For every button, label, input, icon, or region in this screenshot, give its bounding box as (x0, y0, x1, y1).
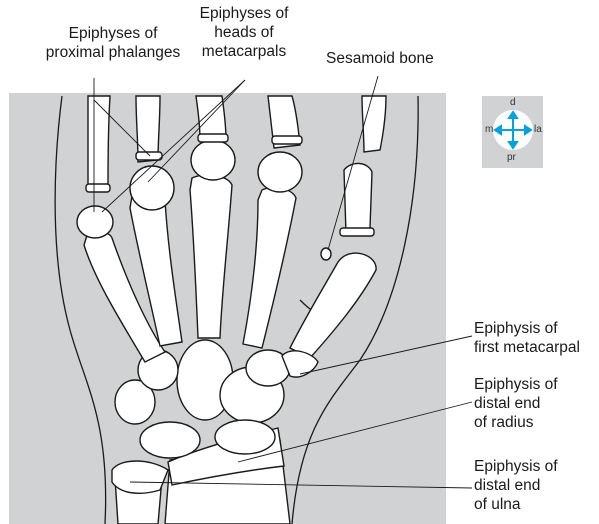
label-metacarpal-heads-line1: Epiphyses of (192, 4, 296, 23)
label-first-metacarpal-line2: first metacarpal (474, 338, 580, 357)
label-ulna-line1: Epiphysis of (474, 457, 558, 476)
label-proximal-phalanges: Epiphyses of proximal phalanges (40, 24, 186, 62)
thumb-proximal-phalanx (344, 163, 372, 234)
orientation-right-label: la (534, 124, 542, 135)
label-radius-line1: Epiphysis of (474, 375, 558, 394)
label-sesamoid-line1: Sesamoid bone (326, 49, 434, 68)
sesamoid-bone (321, 248, 331, 260)
label-radius: Epiphysis of distal end of radius (474, 375, 558, 432)
label-ulna-line2: distal end (474, 476, 558, 495)
orientation-left-label: m (485, 124, 493, 135)
label-radius-line2: distal end (474, 394, 558, 413)
label-metacarpal-heads-line2: heads of (192, 23, 296, 42)
label-first-metacarpal-line1: Epiphysis of (474, 319, 580, 338)
label-radius-line3: of radius (474, 413, 558, 432)
label-sesamoid: Sesamoid bone (326, 49, 434, 68)
label-metacarpal-heads: Epiphyses of heads of metacarpals (192, 4, 296, 61)
ulna-epiphysis (112, 461, 168, 493)
label-proximal-phalanges-line1: Epiphyses of (40, 24, 186, 43)
label-metacarpal-heads-line3: metacarpals (192, 42, 296, 61)
label-first-metacarpal: Epiphysis of first metacarpal (474, 319, 580, 357)
label-ulna: Epiphysis of distal end of ulna (474, 457, 558, 514)
label-proximal-phalanges-line2: proximal phalanges (40, 43, 186, 62)
orientation-bottom-label: pr (507, 152, 516, 163)
label-ulna-line3: of ulna (474, 495, 558, 514)
orientation-top-label: d (510, 97, 516, 108)
